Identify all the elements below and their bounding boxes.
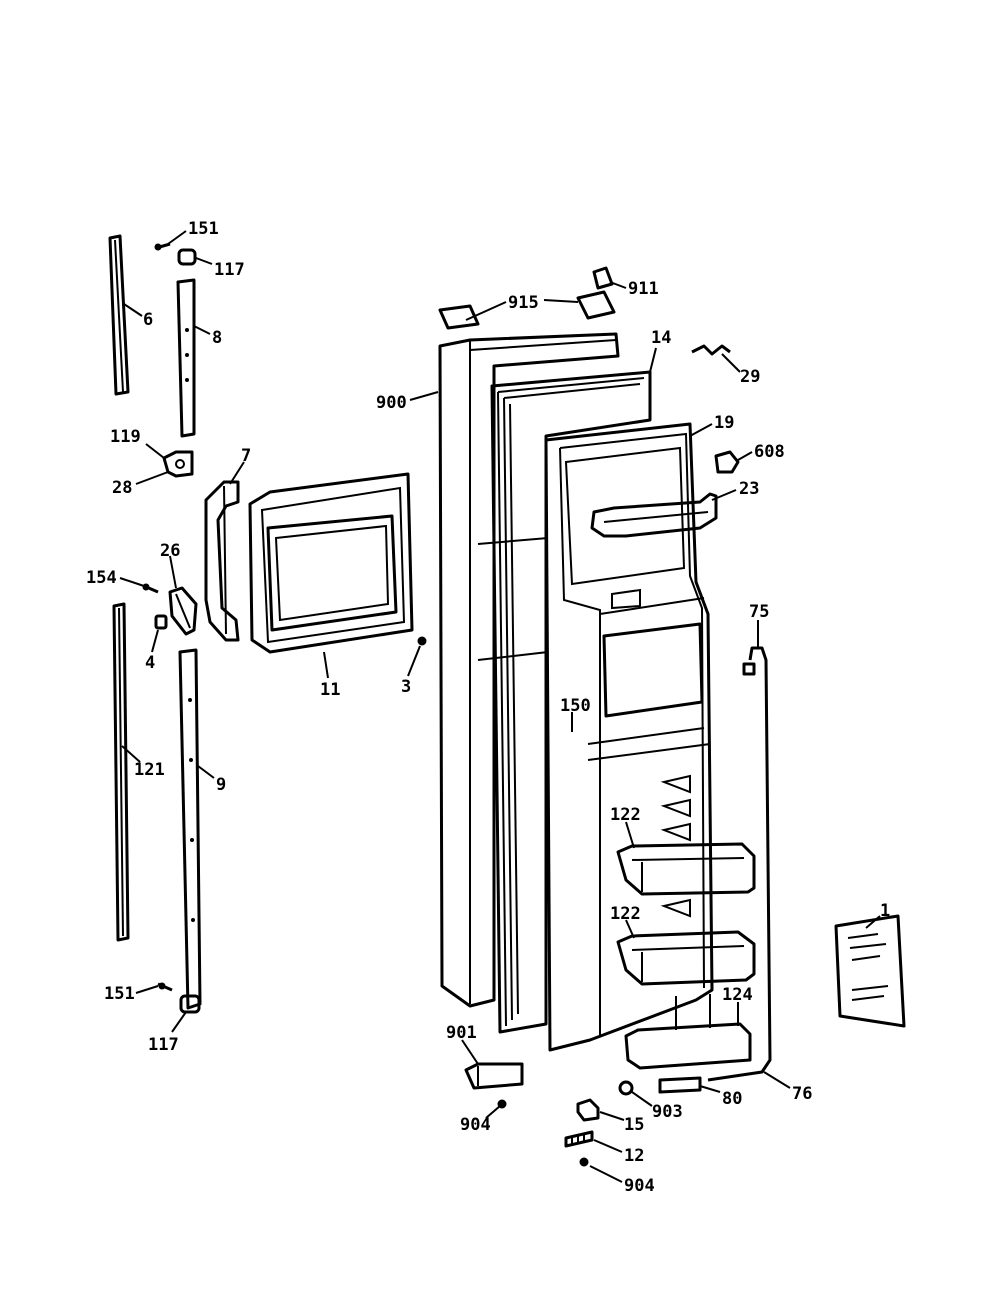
- callout-8: 8: [212, 328, 222, 348]
- part-1-instruction-card: [834, 914, 906, 1028]
- part-7-handle: [204, 480, 240, 642]
- callout-122-lower: 122: [610, 904, 641, 924]
- callout-122-upper: 122: [610, 805, 641, 825]
- callout-80: 80: [722, 1089, 742, 1109]
- callout-labels: 151 117 6 8 119 28 7 26 154 4 11 3 121 9…: [86, 219, 890, 1196]
- callout-23: 23: [739, 479, 759, 499]
- part-608-knob: [714, 450, 740, 474]
- part-124-bottom-bin: [624, 994, 752, 1070]
- part-151-screw-bottom: [157, 982, 173, 992]
- callout-28: 28: [112, 478, 132, 498]
- callout-26: 26: [160, 541, 180, 561]
- part-4-hinge-pin: [154, 614, 168, 630]
- callout-75: 75: [749, 602, 769, 622]
- callout-124: 124: [722, 985, 753, 1005]
- callout-29: 29: [740, 367, 760, 387]
- callout-901: 901: [446, 1023, 477, 1043]
- callout-12: 12: [624, 1146, 644, 1166]
- part-80-fitting: [658, 1076, 702, 1094]
- part-75-76-water-tube: [707, 646, 772, 1082]
- callout-7: 7: [241, 446, 251, 466]
- part-29-wire-clip: [691, 344, 731, 356]
- part-15-clip: [576, 1098, 600, 1122]
- callout-14: 14: [651, 328, 671, 348]
- part-903-nut: [618, 1080, 634, 1096]
- callout-117-bottom: 117: [148, 1035, 179, 1055]
- part-12-spring: [564, 1130, 594, 1148]
- part-121-trim-strip-long: [112, 602, 130, 942]
- callout-904-right: 904: [624, 1176, 655, 1196]
- callout-19: 19: [714, 413, 734, 433]
- callout-15: 15: [624, 1115, 644, 1135]
- part-19-door-liner: [544, 422, 714, 1052]
- part-28-hinge-upper: [162, 450, 194, 478]
- callout-1: 1: [880, 901, 890, 921]
- part-117-bushing-bottom: [179, 994, 201, 1014]
- callout-11: 11: [320, 680, 340, 700]
- part-154-screw: [142, 583, 159, 594]
- callout-6: 6: [143, 310, 153, 330]
- callout-915: 915: [508, 293, 539, 313]
- callout-76: 76: [792, 1084, 812, 1104]
- callout-151-top: 151: [188, 219, 219, 239]
- part-11-dispenser-cover: [248, 472, 414, 654]
- part-23-shelf-bin: [590, 492, 718, 538]
- part-915-bracket-left: [438, 304, 480, 330]
- callout-150: 150: [560, 696, 591, 716]
- part-117-bushing-top: [177, 248, 197, 266]
- part-151-screw-top: [154, 242, 171, 251]
- part-904-screw-right: [579, 1157, 589, 1167]
- leader-lines: [119, 230, 881, 1183]
- callout-911: 911: [628, 279, 659, 299]
- part-915-bracket-right: [576, 290, 616, 320]
- part-911-cap: [592, 266, 614, 290]
- part-901-bracket: [464, 1062, 524, 1090]
- callout-154: 154: [86, 568, 117, 588]
- callout-4: 4: [145, 653, 155, 673]
- callout-119: 119: [110, 427, 141, 447]
- callout-9: 9: [216, 775, 226, 795]
- callout-3: 3: [401, 677, 411, 697]
- callout-608: 608: [754, 442, 785, 462]
- callout-151-bottom: 151: [104, 984, 135, 1004]
- callout-121: 121: [134, 760, 165, 780]
- part-26-hinge-lower: [168, 586, 198, 636]
- part-9-hinge-bar-lower: [178, 648, 202, 1010]
- part-122-door-bin-upper: [616, 842, 756, 896]
- callout-903: 903: [652, 1102, 683, 1122]
- part-14-door-gasket: [490, 370, 652, 1034]
- callout-900: 900: [376, 393, 407, 413]
- part-3-screw: [417, 636, 427, 646]
- part-8-hinge-bar-upper: [176, 278, 196, 438]
- part-6-trim-strip: [108, 234, 130, 396]
- part-122-door-bin-lower: [616, 930, 756, 986]
- callout-117-top: 117: [214, 260, 245, 280]
- callout-904-left: 904: [460, 1115, 491, 1135]
